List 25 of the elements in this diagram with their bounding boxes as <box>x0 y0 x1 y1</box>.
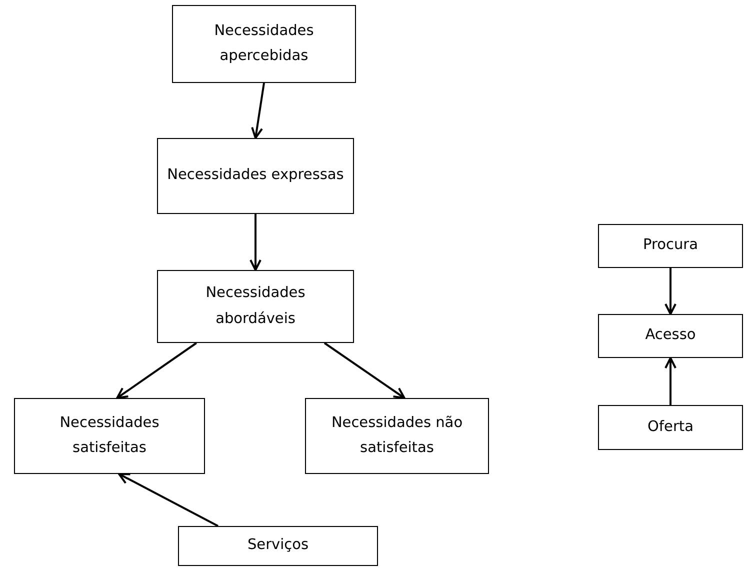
arrow <box>664 268 676 315</box>
arrow <box>118 473 218 527</box>
process-box <box>157 138 354 214</box>
arrow <box>116 342 197 399</box>
arrow <box>324 342 406 399</box>
arrow <box>250 214 262 271</box>
arrow <box>664 357 676 405</box>
process-box <box>305 398 489 474</box>
process-box <box>598 224 743 268</box>
process-box <box>157 270 354 343</box>
process-box <box>598 405 743 450</box>
process-box <box>178 526 378 566</box>
box-label: Procura <box>642 236 699 256</box>
box-label: Necessidades expressas <box>166 166 345 186</box>
box-label: Oferta <box>646 418 694 437</box>
box-label: Necessidades não satisfeitas <box>330 414 464 458</box>
box-label: Necessidades satisfeitas <box>58 414 160 458</box>
process-box <box>14 398 205 474</box>
box-label: Serviços <box>246 536 310 556</box>
box-label: Necessidades abordáveis <box>204 284 306 328</box>
process-box <box>172 5 356 83</box>
arrow <box>251 82 265 139</box>
box-label: Acesso <box>644 326 697 346</box>
process-box <box>598 314 743 358</box>
box-label: Necessidades apercebidas <box>213 22 315 66</box>
